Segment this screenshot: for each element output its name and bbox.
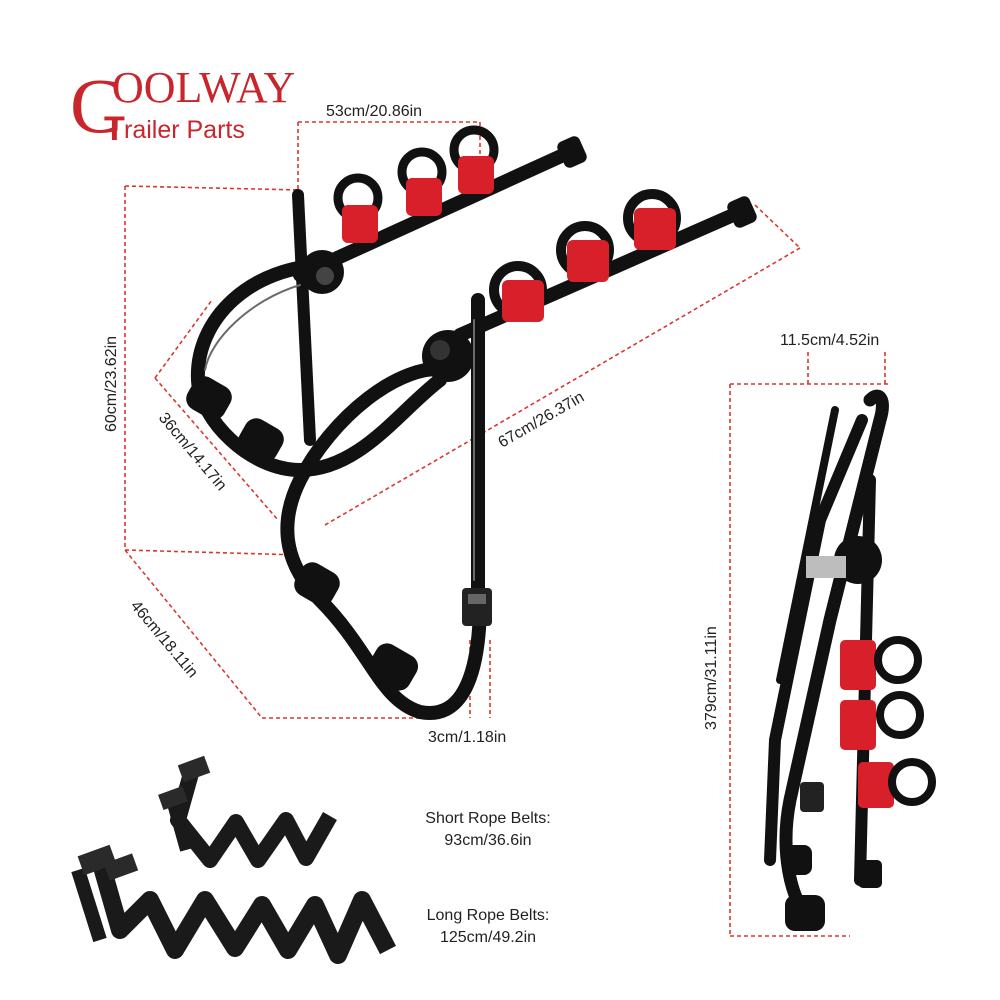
bike-rack-folded <box>764 389 936 931</box>
dimension-folded-depth: 11.5cm/4.52in <box>780 332 879 349</box>
dimension-lines <box>124 121 890 937</box>
dimension-top-width: 53cm/20.86in <box>326 103 422 120</box>
long-belt-note: Long Rope Belts: 125cm/49.2in <box>388 905 588 949</box>
dimension-foot-offset: 3cm/1.18in <box>428 729 506 746</box>
short-belt-size: 93cm/36.6in <box>444 832 532 849</box>
dimension-bar-length: 67cm/26.37in <box>496 389 588 452</box>
dimension-base-width: 46cm/18.11in <box>127 598 201 682</box>
rope-belts <box>71 755 396 964</box>
dimension-height: 60cm/23.62in <box>103 336 120 432</box>
long-rope-belt <box>91 857 396 964</box>
short-belt-title: Short Rope Belts: <box>425 810 551 827</box>
logo-line-2: railer Parts <box>124 116 245 144</box>
brand-logo: C OOLWAY T railer Parts <box>70 62 295 149</box>
long-belt-size: 125cm/49.2in <box>439 929 537 946</box>
long-belt-title: Long Rope Belts: <box>426 907 550 924</box>
short-rope-belt <box>170 767 337 868</box>
logo-letter-t: T <box>104 110 125 148</box>
logo-letter-c: C <box>70 62 122 149</box>
bike-cradles <box>333 125 681 322</box>
dimension-folded-height: 379cm/31.11in <box>703 626 720 730</box>
short-belt-note: Short Rope Belts: 93cm/36.6in <box>388 808 588 852</box>
logo-line-1: OOLWAY <box>112 63 295 112</box>
